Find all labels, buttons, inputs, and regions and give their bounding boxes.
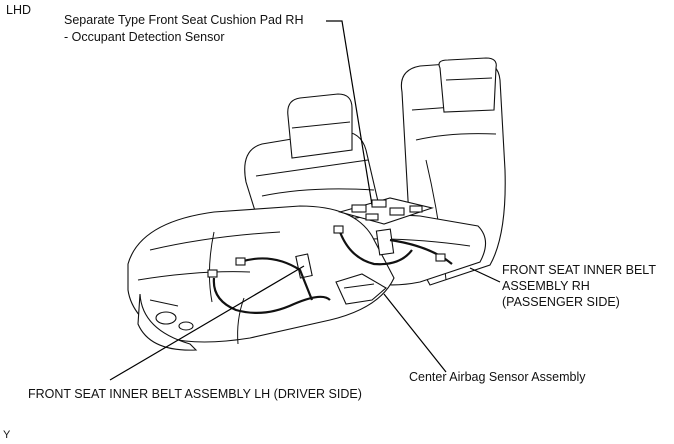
seat-cushion-pad-label-line2: - Occupant Detection Sensor xyxy=(64,30,225,44)
passenger-belt-buckle xyxy=(375,228,395,256)
belt-rh-label-line2: ASSEMBLY RH xyxy=(502,279,590,293)
leader-lines xyxy=(109,20,501,381)
seat-side-trim xyxy=(137,293,198,351)
footer-code: Y xyxy=(3,429,11,441)
passenger-headrest xyxy=(438,57,497,113)
belt-lh-label: FRONT SEAT INNER BELT ASSEMBLY LH (DRIVE… xyxy=(28,387,362,401)
belt-rh-label-line3: (PASSENGER SIDE) xyxy=(502,295,620,309)
lhd-label: LHD xyxy=(6,3,32,17)
seat-cushion-pad-label-line1: Separate Type Front Seat Cushion Pad RH xyxy=(64,13,304,27)
center-airbag-sensor xyxy=(335,273,387,305)
airbag-sensor-label: Center Airbag Sensor Assembly xyxy=(409,370,586,384)
belt-rh-label-line1: FRONT SEAT INNER BELT xyxy=(502,263,656,277)
driver-headrest xyxy=(287,93,353,159)
wire-harness xyxy=(207,225,453,315)
